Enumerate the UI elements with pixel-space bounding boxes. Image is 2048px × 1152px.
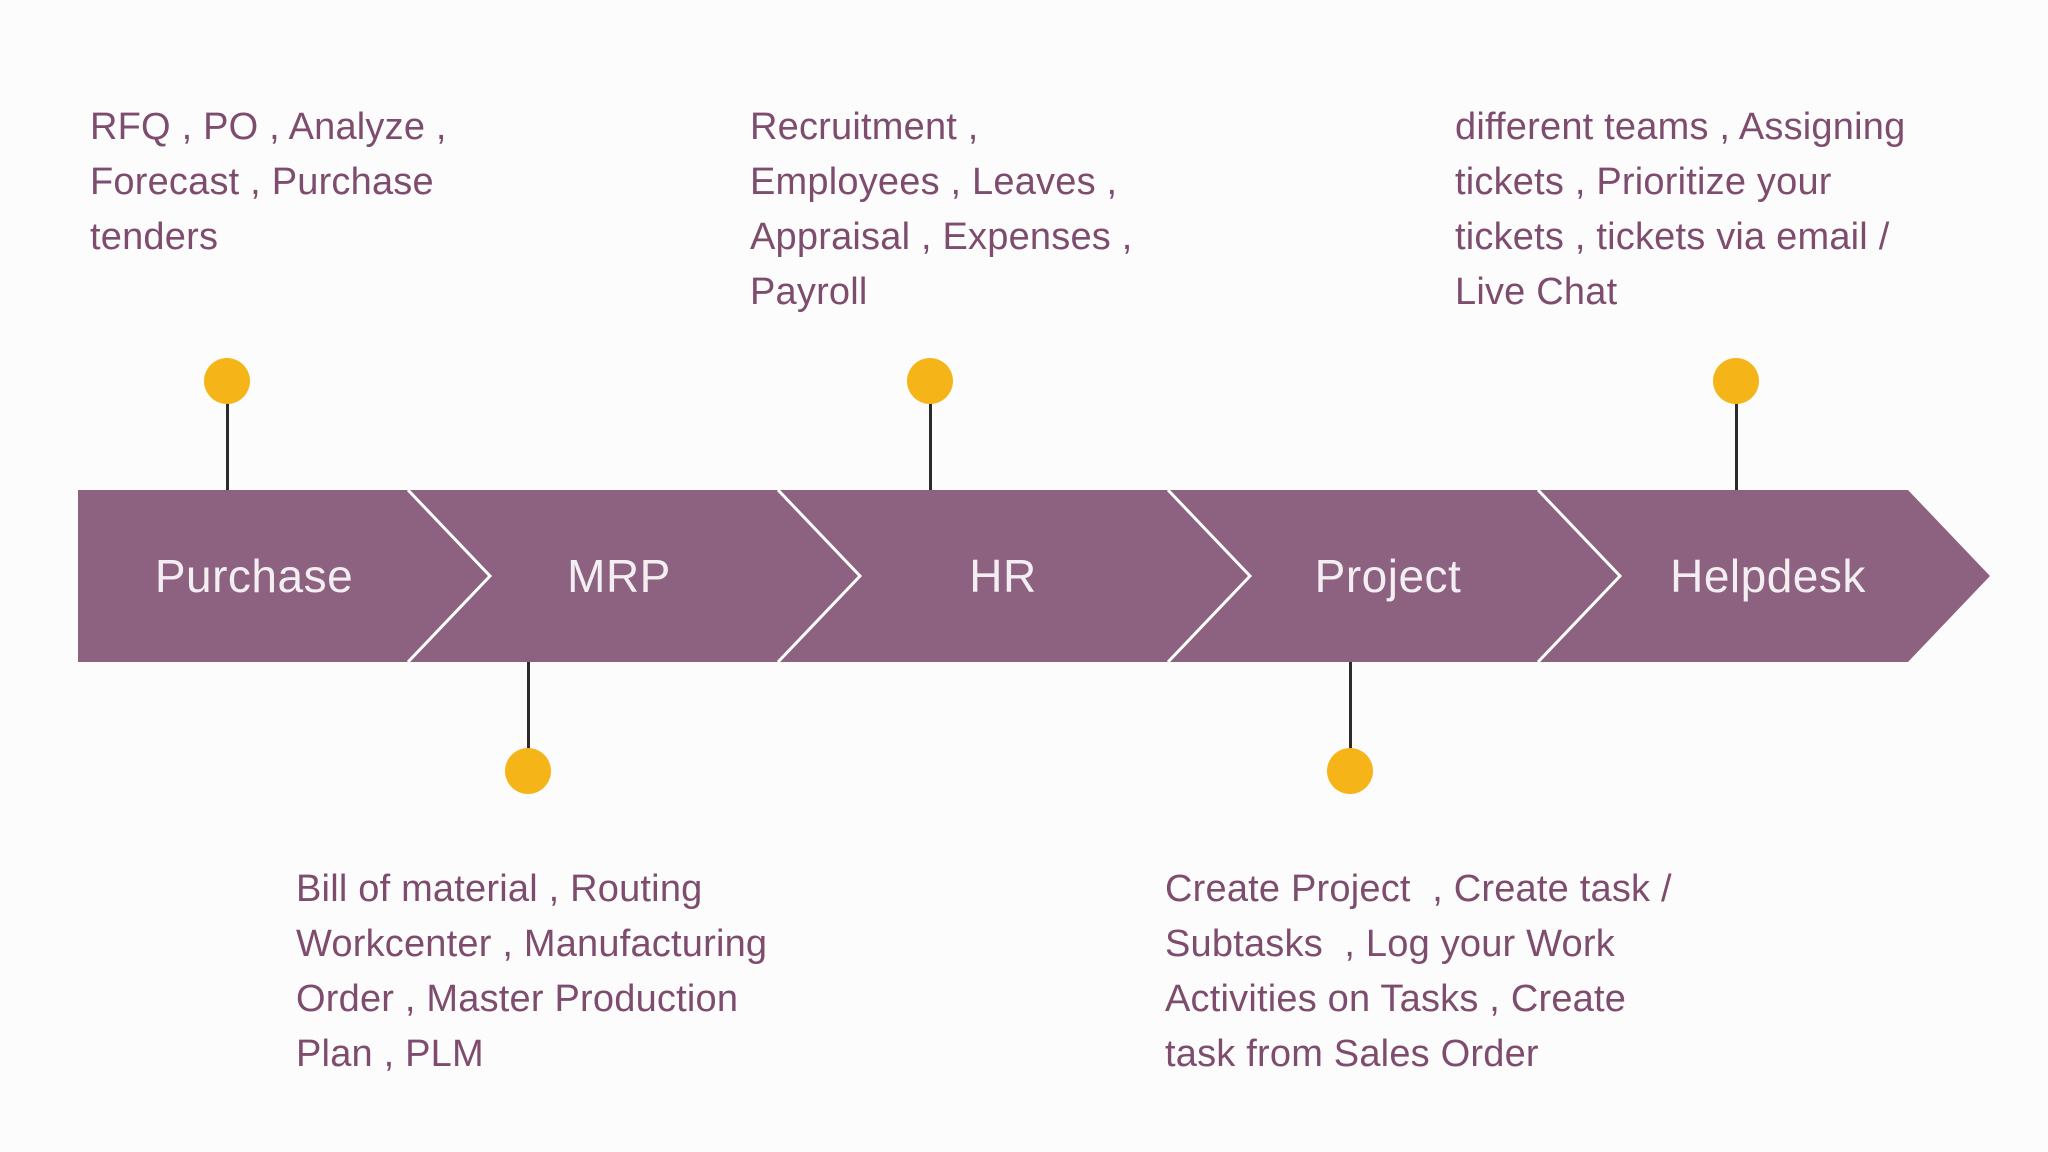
- process-banner: Purchase MRP HR Project Helpdesk: [78, 490, 1990, 662]
- connector-dot-icon: [204, 358, 250, 404]
- chevron-divider-3: [1166, 490, 1253, 662]
- callout-mrp: Bill of material , Routing Workcenter , …: [296, 868, 768, 1075]
- connector-mrp: [505, 660, 551, 794]
- chevron-divider-4: [1536, 490, 1623, 662]
- connector-dot-icon: [907, 358, 953, 404]
- connector-dot-icon: [505, 748, 551, 794]
- connector-project: [1327, 660, 1373, 794]
- callout-purchase: RFQ , PO , Analyze , Forecast , Purchase…: [90, 106, 447, 258]
- connector-stem: [1348, 660, 1352, 756]
- connector-hr: [907, 358, 953, 492]
- connector-stem: [225, 396, 229, 492]
- callout-helpdesk: different teams , Assigning tickets , Pr…: [1455, 106, 1906, 313]
- chevron-divider-2: [776, 490, 863, 662]
- banner-body: [78, 490, 1990, 662]
- callout-hr: Recruitment , Employees , Leaves , Appra…: [750, 106, 1133, 313]
- connector-stem: [928, 396, 932, 492]
- callout-project: Create Project , Create task / Subtasks …: [1165, 868, 1672, 1075]
- connector-helpdesk: [1713, 358, 1759, 492]
- connector-stem: [526, 660, 530, 756]
- connector-dot-icon: [1327, 748, 1373, 794]
- connector-purchase: [204, 358, 250, 492]
- chevron-divider-1: [406, 490, 493, 662]
- connector-dot-icon: [1713, 358, 1759, 404]
- connector-stem: [1734, 396, 1738, 492]
- banner-shape: [78, 490, 1990, 662]
